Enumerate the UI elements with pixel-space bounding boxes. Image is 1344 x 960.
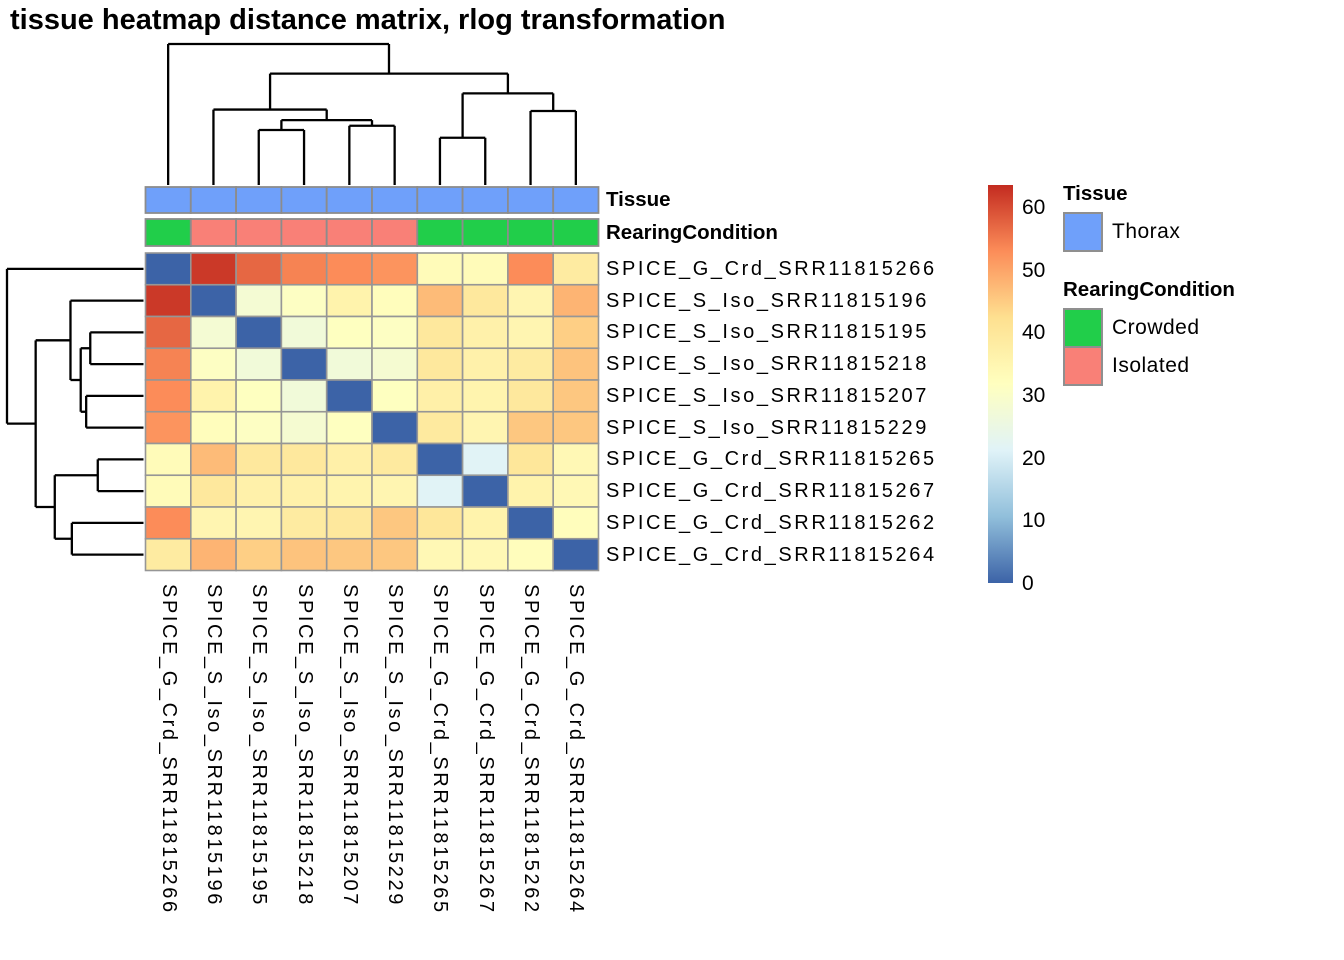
legend-swatch-crowded: [1063, 308, 1103, 348]
legend-label-crowded: Crowded: [1112, 316, 1200, 339]
col-label: SPICE_G_Crd_SRR11815264: [565, 584, 587, 915]
row-dendrogram: [5, 267, 144, 556]
colorbar-tick: 20: [1022, 447, 1046, 470]
col-label: SPICE_S_Iso_SRR11815207: [339, 584, 361, 907]
legend-swatch-isolated: [1063, 346, 1103, 386]
tissue-row-title: Tissue: [606, 188, 671, 211]
col-label: SPICE_S_Iso_SRR11815218: [294, 584, 316, 907]
row-label: SPICE_S_Iso_SRR11815195: [606, 321, 929, 343]
legend-swatch-thorax: [1063, 212, 1103, 252]
col-label: SPICE_G_Crd_SRR11815265: [429, 584, 451, 915]
colorbar-tick: 30: [1022, 384, 1046, 407]
rearing-row-title: RearingCondition: [606, 221, 778, 244]
row-label: SPICE_G_Crd_SRR11815264: [606, 544, 937, 566]
rearing-annotation-bar: [144, 218, 600, 247]
row-label: SPICE_S_Iso_SRR11815207: [606, 385, 929, 407]
colorbar-tick: 40: [1022, 321, 1046, 344]
tissue-annotation-bar: [144, 186, 600, 214]
colorbar-tick: 0: [1022, 572, 1034, 595]
col-label: SPICE_G_Crd_SRR11815262: [520, 584, 542, 915]
col-label: SPICE_G_Crd_SRR11815267: [475, 584, 497, 915]
legend-title-rearing: RearingCondition: [1063, 278, 1235, 301]
col-label: SPICE_S_Iso_SRR11815195: [248, 584, 270, 907]
row-label: SPICE_S_Iso_SRR11815218: [606, 353, 929, 375]
row-label: SPICE_G_Crd_SRR11815267: [606, 480, 937, 502]
col-label: SPICE_G_Crd_SRR11815266: [158, 584, 180, 915]
chart-title: tissue heatmap distance matrix, rlog tra…: [10, 4, 726, 36]
row-label: SPICE_S_Iso_SRR11815229: [606, 417, 929, 439]
colorbar-tick: 60: [1022, 196, 1046, 219]
legend-title-tissue: Tissue: [1063, 182, 1128, 205]
legend-label-isolated: Isolated: [1112, 354, 1190, 377]
column-dendrogram: [166, 42, 577, 185]
col-label: SPICE_S_Iso_SRR11815229: [384, 584, 406, 907]
color-scale-bar: [988, 185, 1013, 583]
col-label: SPICE_S_Iso_SRR11815196: [203, 584, 225, 907]
heatmap-cells: [144, 252, 600, 572]
row-label: SPICE_G_Crd_SRR11815262: [606, 512, 937, 534]
row-label: SPICE_S_Iso_SRR11815196: [606, 290, 929, 312]
colorbar-tick: 50: [1022, 259, 1046, 282]
row-label: SPICE_G_Crd_SRR11815265: [606, 448, 937, 470]
colorbar-tick: 10: [1022, 509, 1046, 532]
legend-label-thorax: Thorax: [1112, 220, 1181, 243]
row-label: SPICE_G_Crd_SRR11815266: [606, 258, 937, 280]
